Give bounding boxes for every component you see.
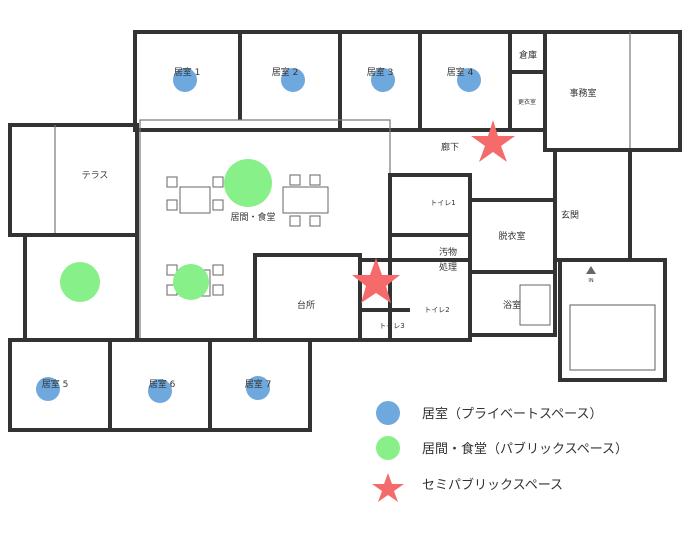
legend-green-circle-icon: [376, 436, 400, 460]
label-room2: 居室 2: [272, 66, 299, 78]
room-labels: 居室 1 居室 2 居室 3 居室 4 居室 5 居室 6 居室 7 倉庫 更衣…: [42, 49, 597, 390]
label-toilet2: トイレ2: [424, 306, 449, 314]
walls: [8, 30, 682, 432]
marker-room7: [246, 376, 270, 400]
marker-room2: [281, 68, 305, 92]
label-bath: 浴室: [503, 299, 521, 311]
label-room5: 居室 5: [42, 378, 69, 390]
legend-label-private: 居室（プライベートスペース）: [422, 406, 602, 422]
legend-label-public: 居間・食堂（パブリックスペース）: [422, 441, 628, 457]
label-undress: 脱衣室: [498, 230, 525, 242]
star-toilet-area: [352, 258, 400, 303]
legend-blue-circle-icon: [376, 401, 400, 425]
label-room6: 居室 6: [149, 378, 176, 390]
label-office: 事務室: [569, 87, 596, 99]
label-room4: 居室 4: [447, 66, 474, 78]
label-kitchen: 台所: [297, 299, 315, 311]
star-corridor: [471, 120, 515, 162]
label-room7: 居室 7: [245, 378, 272, 390]
label-terrace: テラス: [82, 170, 109, 181]
label-storage: 倉庫: [519, 49, 537, 61]
label-sluice1: 汚物: [439, 246, 457, 258]
label-in: IN: [588, 278, 593, 284]
label-living: 居間・食堂: [230, 211, 275, 223]
label-toilet3: トイレ3: [379, 322, 404, 330]
marker-room5: [36, 377, 60, 401]
legend: 居室（プライベートスペース） 居間・食堂（パブリックスペース） セミパブリックス…: [372, 401, 628, 502]
label-room3: 居室 3: [367, 66, 394, 78]
private-markers: [36, 68, 481, 403]
legend-label-semi-public: セミパブリックスペース: [422, 477, 563, 493]
marker-room3: [371, 68, 395, 92]
marker-room6: [148, 379, 172, 403]
legend-red-star-icon: [372, 473, 404, 502]
semi-public-markers: [352, 120, 515, 303]
marker-living3: [173, 264, 209, 300]
label-changing: 更衣室: [518, 98, 536, 106]
label-sluice2: 処理: [439, 261, 457, 273]
entrance-arrow-icon: [586, 266, 596, 274]
marker-living2: [60, 262, 100, 302]
label-entrance: 玄関: [561, 209, 579, 221]
public-markers: [60, 159, 272, 302]
marker-room4: [457, 68, 481, 92]
label-toilet1: トイレ1: [430, 199, 455, 207]
marker-living1: [224, 159, 272, 207]
label-room1: 居室 1: [174, 66, 201, 78]
marker-room1: [173, 68, 197, 92]
label-corridor: 廊下: [441, 141, 459, 153]
